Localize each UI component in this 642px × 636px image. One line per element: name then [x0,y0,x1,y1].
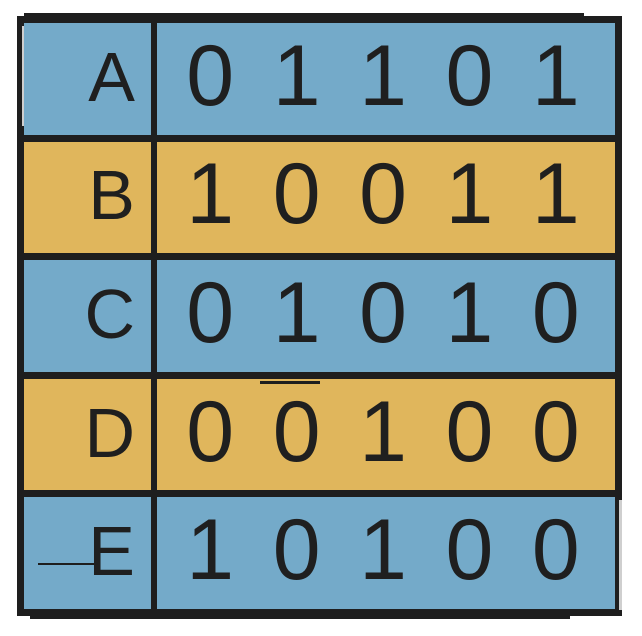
row-label: E [88,512,135,591]
bit-value: 0 [272,502,321,599]
bit-value: 1 [531,27,580,124]
row-label-cell[interactable]: C [24,260,157,372]
bit-value: 1 [272,264,321,361]
row-bits-cell[interactable]: 1 0 1 0 0 [157,497,615,609]
bit-value: 1 [186,502,235,599]
bit-value: 1 [272,27,321,124]
bit-value: 0 [445,502,494,599]
bit-value: 1 [445,264,494,361]
bit-value: 1 [445,146,494,243]
bit-value: 0 [359,264,407,361]
row-bits-cell[interactable]: 1 0 0 1 1 [157,141,615,254]
bit-value: 0 [186,383,235,480]
bit-value: 0 [531,502,580,599]
row-bits-cell[interactable]: 0 1 0 1 0 [157,260,615,372]
bit-value: 0 [272,146,321,243]
row-label: C [84,274,135,353]
row-label: B [88,156,135,235]
bit-value: 1 [531,146,580,243]
table-row[interactable]: C 0 1 0 1 0 [24,260,615,379]
bit-value: 0 [445,383,494,480]
row-label-cell[interactable]: A [24,23,157,135]
row-bits-cell[interactable]: 0 0 1 0 0 [157,378,615,491]
binary-string-table: A 0 1 1 0 1 B 1 0 0 1 1 [17,16,622,616]
row-label-cell[interactable]: D [24,378,157,491]
bit-value: 1 [186,146,235,243]
bit-value: 0 [531,264,580,361]
sketch-stroke-bottom-overshoot [30,616,570,619]
bit-value: 0 [186,264,235,361]
row-bits-cell[interactable]: 0 1 1 0 1 [157,23,615,135]
bit-value: 0 [272,383,321,480]
table-row[interactable]: D 0 0 1 0 0 [24,378,615,498]
table-row[interactable]: B 1 0 0 1 1 [24,141,615,261]
bit-value: 1 [359,383,407,480]
row-label: D [84,393,135,472]
row-label: A [88,37,135,116]
bit-value: 0 [359,146,407,243]
row-label-cell[interactable]: B [24,141,157,254]
bit-value: 0 [531,383,580,480]
table-row[interactable]: E 1 0 1 0 0 [24,497,615,609]
bit-value: 0 [186,27,235,124]
bit-value: 0 [445,27,494,124]
row-label-cell[interactable]: E [24,497,157,609]
bit-value: 1 [359,27,407,124]
table-row[interactable]: A 0 1 1 0 1 [24,23,615,142]
bit-value: 1 [359,502,407,599]
